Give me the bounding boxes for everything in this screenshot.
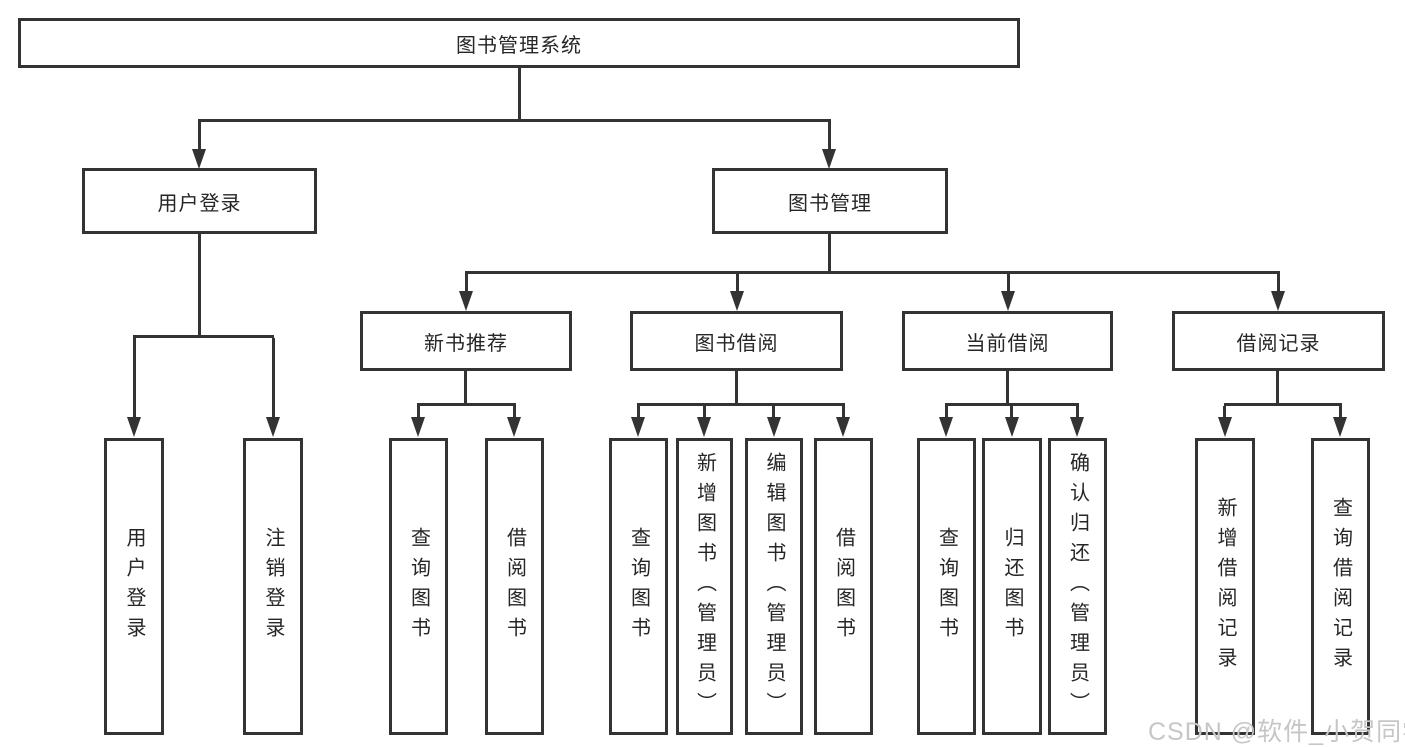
leaf-label: 查询图书 (407, 526, 430, 647)
arrow-down-icon (939, 417, 953, 437)
arrow-down-icon (767, 417, 781, 437)
connector-line (1010, 406, 1013, 417)
arrow-down-icon (411, 417, 425, 437)
connector-line (1007, 274, 1010, 291)
csdn-watermark: CSDN @软件_小贺同学 (1148, 718, 1405, 746)
node-label: 图书管理系统 (456, 34, 582, 57)
connector-line (735, 371, 738, 405)
leaf-add-books-admin: 新增图书（管理员） (676, 438, 733, 735)
leaf-user-login: 用户登录 (104, 438, 164, 735)
connector-line (828, 122, 831, 149)
connector-line (637, 406, 640, 417)
arrow-down-icon (631, 417, 645, 437)
leaf-label: 注销登录 (262, 526, 284, 647)
connector-line (513, 406, 516, 417)
connector-line (417, 403, 516, 406)
node-label: 借阅记录 (1236, 332, 1321, 355)
leaf-confirm-return-admin: 确认归还（管理员） (1048, 438, 1107, 735)
connector-line (133, 335, 274, 338)
connector-line (828, 234, 831, 272)
leaf-label: 确认归还（管理员） (1066, 451, 1089, 722)
node-book-borrow: 图书借阅 (630, 311, 843, 371)
leaf-edit-books-admin: 编辑图书（管理员） (745, 438, 803, 735)
arrow-down-icon (730, 291, 744, 311)
node-label: 新书推荐 (424, 332, 508, 355)
leaf-borrow-books-1: 借阅图书 (485, 438, 544, 735)
node-label: 用户登录 (157, 192, 242, 215)
leaf-add-borrow-record: 新增借阅记录 (1195, 438, 1255, 735)
leaf-query-books-1: 查询图书 (389, 438, 448, 735)
node-library-system: 图书管理系统 (18, 18, 1020, 68)
connector-line (637, 403, 845, 406)
connector-line (1224, 403, 1342, 406)
leaf-label: 查询图书 (935, 526, 958, 647)
leaf-label: 借阅图书 (503, 526, 526, 647)
connector-line (1277, 274, 1280, 291)
leaf-label: 新增图书（管理员） (693, 451, 716, 722)
connector-line (1006, 371, 1009, 405)
leaf-borrow-books-2: 借阅图书 (814, 438, 873, 735)
arrow-down-icon (836, 417, 850, 437)
leaf-logout: 注销登录 (243, 438, 303, 735)
arrow-down-icon (1070, 417, 1084, 437)
leaf-query-books-2: 查询图书 (609, 438, 668, 735)
arrow-down-icon (1001, 291, 1015, 311)
connector-line (133, 338, 136, 417)
connector-line (198, 119, 831, 122)
leaf-label: 编辑图书（管理员） (763, 451, 785, 722)
node-borrow-records: 借阅记录 (1172, 311, 1385, 371)
connector-line (703, 406, 706, 417)
arrow-down-icon (127, 417, 141, 437)
arrow-down-icon (1218, 417, 1232, 437)
node-new-book-recommend: 新书推荐 (360, 311, 572, 371)
node-current-borrow: 当前借阅 (902, 311, 1113, 371)
connector-line (198, 234, 201, 337)
connector-line (736, 274, 739, 291)
connector-line (1276, 371, 1279, 405)
connector-line (272, 338, 275, 417)
leaf-label: 查询图书 (627, 526, 650, 647)
connector-line (465, 271, 1280, 274)
node-label: 图书管理 (788, 192, 872, 215)
connector-line (1076, 406, 1079, 417)
connector-line (198, 122, 201, 149)
arrow-down-icon (1271, 291, 1285, 311)
arrow-down-icon (507, 417, 521, 437)
node-label: 图书借阅 (694, 332, 779, 355)
connector-line (417, 406, 420, 417)
connector-line (465, 274, 468, 291)
arrow-down-icon (1333, 417, 1347, 437)
connector-line (1223, 406, 1226, 417)
arrow-down-icon (192, 149, 206, 169)
connector-line (945, 403, 1079, 406)
arrow-down-icon (1005, 417, 1019, 437)
node-user-login: 用户登录 (82, 168, 317, 234)
connector-line (1339, 406, 1342, 417)
leaf-label: 查询借阅记录 (1329, 496, 1352, 677)
connector-line (945, 406, 948, 417)
connector-line (772, 406, 775, 417)
arrow-down-icon (822, 149, 836, 169)
arrow-down-icon (459, 291, 473, 311)
arrow-down-icon (697, 417, 711, 437)
leaf-label: 用户登录 (123, 526, 145, 647)
leaf-query-books-3: 查询图书 (917, 438, 976, 735)
leaf-query-borrow-record: 查询借阅记录 (1311, 438, 1370, 735)
leaf-label: 新增借阅记录 (1214, 496, 1236, 677)
connector-line (842, 406, 845, 417)
connector-line (464, 371, 467, 405)
leaf-label: 归还图书 (1001, 526, 1023, 647)
leaf-label: 借阅图书 (832, 526, 855, 647)
node-label: 当前借阅 (965, 332, 1050, 355)
arrow-down-icon (266, 417, 280, 437)
node-book-management: 图书管理 (712, 168, 948, 234)
connector-line (518, 68, 521, 120)
leaf-return-books: 归还图书 (982, 438, 1042, 735)
